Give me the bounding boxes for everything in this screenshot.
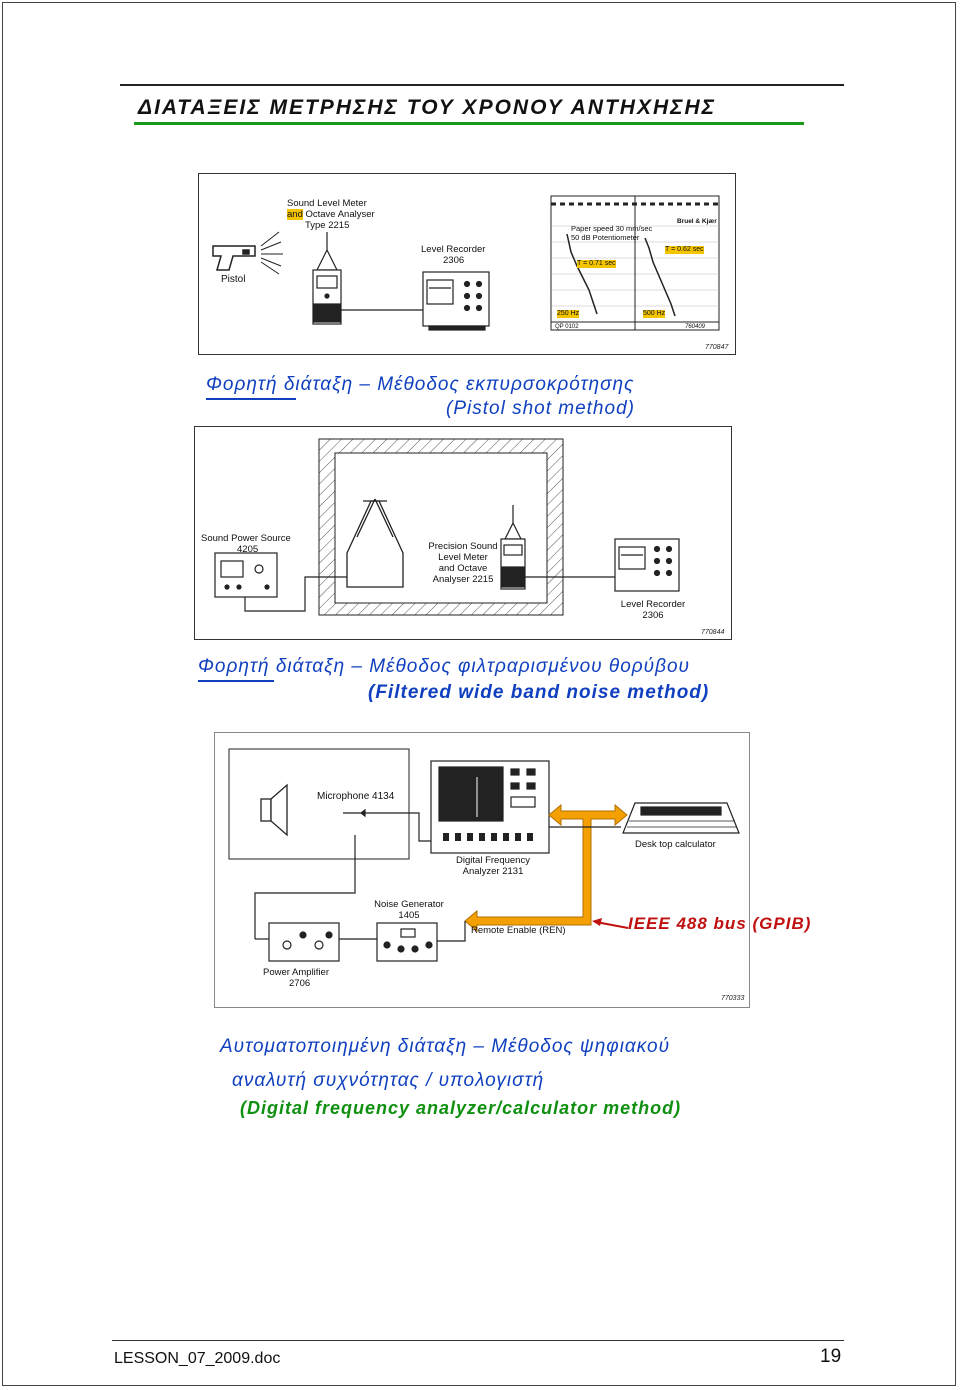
loudspeaker-2-icon	[260, 783, 288, 837]
power-amplifier-label-line2: 2706	[289, 978, 311, 989]
figure-digital-analyzer-setup: Microphone 4134 Digital Frequency Analyz…	[214, 732, 750, 1008]
chart-t1: T = 0.71 sec	[577, 260, 616, 268]
level-recorder-2-label-line1: Level Recorder	[620, 599, 686, 610]
power-amplifier-label-line1: Power Amplifier	[263, 967, 329, 978]
precision-slm-label-line2: Level Meter	[438, 552, 488, 563]
header-rule	[120, 84, 844, 86]
level-recorder-2-icon	[614, 538, 680, 592]
sound-power-source-icon	[214, 552, 278, 598]
digital-analyzer-label: Digital Frequency Analyzer 2131	[443, 855, 543, 877]
noise-generator-label-line1: Noise Generator	[374, 899, 444, 910]
microphone-label: Microphone 4134	[317, 791, 395, 802]
level-recorder-label-line1: Level Recorder	[421, 244, 486, 255]
power-amplifier-icon	[268, 922, 340, 962]
title-underline	[134, 122, 804, 125]
slm-label-and: and	[287, 209, 303, 220]
bus-pointer-arrow-icon	[592, 918, 629, 929]
level-recorder-icon	[422, 271, 490, 331]
slm-label-line2: Octave Analyser	[302, 209, 375, 220]
chart-qp: QP 0102	[555, 324, 579, 330]
precision-slm-label-line1: Precision Sound	[428, 541, 498, 552]
figure1-caption-greek: Φορητή διάταξη – Μέθοδος εκπυρσοκρότησης	[206, 374, 635, 395]
figure2-ref: 770844	[701, 629, 725, 636]
noise-generator-label: Noise Generator 1405	[367, 899, 451, 921]
noise-generator-label-line2: 1405	[398, 910, 420, 921]
chart-f2: 500 Hz	[643, 310, 666, 318]
chart-t2: T = 0.62 sec	[665, 246, 704, 254]
figure3-ref: 770333	[721, 995, 745, 1002]
figure2-drawing	[214, 438, 680, 616]
precision-slm-label-line3: and Octave	[438, 563, 488, 574]
chart-brand: Bruel & Kjær	[677, 218, 717, 225]
test-room	[228, 748, 410, 860]
sound-rays-icon	[260, 231, 283, 275]
decay-curve-250hz	[566, 233, 598, 315]
level-recorder-label: Level Recorder 2306	[421, 244, 485, 266]
figure2-caption-greek: Φορητή διάταξη – Μέθοδος φιλτραρισμένου …	[198, 656, 690, 677]
precision-slm-label: Precision Sound Level Meter and Octave A…	[421, 541, 505, 585]
digital-analyzer-label-line1: Digital Frequency	[456, 855, 530, 866]
level-recorder-label-line2: 2306	[443, 255, 465, 266]
figure2-caption-underline	[198, 680, 274, 682]
precision-slm-label-line4: Analyser 2215	[432, 574, 494, 585]
slm-label-line1: Sound Level Meter	[287, 198, 367, 209]
power-amplifier-label: Power Amplifier 2706	[263, 967, 329, 989]
chart-f1: 250 Hz	[557, 310, 580, 318]
sound-power-source-label: Sound Power Source 4205	[201, 533, 291, 555]
decay-curve-500hz	[644, 237, 676, 317]
gpib-bus-label: IEEE 488 bus (GPIB)	[628, 914, 812, 933]
figure3-drawing	[228, 748, 740, 962]
chart-paper-speed: Paper speed 30 mm/sec	[571, 224, 653, 233]
slm-label-line3: Type 2215	[305, 220, 350, 231]
figure1-ref: 770847	[705, 344, 729, 351]
digital-frequency-analyzer-icon	[430, 760, 550, 854]
figure-filtered-noise-setup: Sound Power Source 4205 Precision Sound …	[194, 426, 732, 640]
digital-analyzer-label-line2: Analyzer 2131	[462, 866, 524, 877]
page-number: 19	[820, 1346, 842, 1367]
noise-generator-icon	[376, 922, 438, 962]
chart-potentiometer: 50 dB Potentiometer	[571, 233, 640, 242]
desk-calculator-label: Desk top calculator	[635, 839, 716, 850]
figure-pistol-setup: Pistol Sound Level Meter and Octave Anal…	[198, 173, 736, 355]
chart-code: 760409	[685, 324, 706, 330]
desk-calculator-icon	[622, 802, 740, 834]
figure3-caption-english: (Digital frequency analyzer/calculator m…	[240, 1098, 682, 1118]
footer-filename: LESSON_07_2009.doc	[114, 1350, 281, 1367]
chart-settings: Paper speed 30 mm/sec 50 dB Potentiomete…	[571, 224, 652, 242]
precision-slm-icon	[500, 505, 526, 590]
slm-label: Sound Level Meter and Octave Analyser Ty…	[287, 198, 375, 231]
page-title: ΔΙΑΤΑΞΕΙΣ ΜΕΤΡΗΣΗΣ ΤΟΥ ΧΡΟΝΟΥ ΑΝΤΗΧΗΣΗΣ	[138, 96, 717, 119]
figure3-caption-line1: Αυτοματοποιημένη διάταξη – Μέθοδος ψηφια…	[220, 1036, 671, 1057]
pistol-label: Pistol	[221, 274, 246, 285]
figure1-caption-english: (Pistol shot method)	[446, 398, 635, 419]
level-recorder-2-label-line2: 2306	[642, 610, 664, 621]
remote-enable-label: Remote Enable (REN)	[471, 925, 566, 936]
loudspeaker-icon	[346, 498, 404, 588]
pistol-icon	[212, 245, 256, 271]
figure2-caption-english: (Filtered wide band noise method)	[368, 682, 710, 703]
sound-power-source-label-line2: 4205	[237, 544, 259, 555]
footer-rule	[112, 1340, 844, 1341]
gpib-bus-arrow	[464, 803, 628, 933]
figure3-caption-line2: αναλυτή συχνότητας / υπολογιστή	[232, 1070, 545, 1091]
sound-level-meter-icon	[312, 232, 342, 325]
figure1-drawing	[212, 195, 720, 331]
level-recorder-2-label: Level Recorder 2306	[613, 599, 693, 621]
figure1-caption-underline	[206, 398, 296, 400]
sound-power-source-label-line1: Sound Power Source	[201, 533, 291, 544]
reverberation-room	[318, 438, 564, 616]
